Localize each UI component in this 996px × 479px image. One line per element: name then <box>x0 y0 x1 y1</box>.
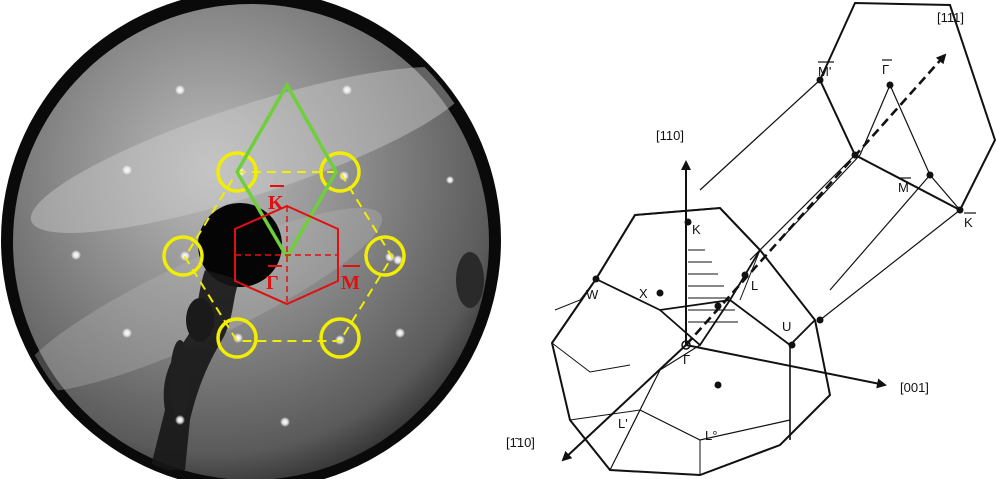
point-gamma-bar <box>886 81 894 89</box>
label-m-bar-bz: M <box>898 180 909 195</box>
spot-circle <box>319 317 361 359</box>
dashed-hexagon <box>183 171 394 342</box>
point-w <box>592 275 600 283</box>
bulk-bz-edge <box>609 409 641 471</box>
point-l-mid <box>714 302 722 310</box>
point-u <box>788 341 796 349</box>
diffraction-spot <box>385 252 395 262</box>
label-w: W <box>586 287 599 302</box>
label-k-bar: K <box>268 185 284 214</box>
diffraction-spot <box>71 250 81 260</box>
diffraction-spot <box>175 85 185 95</box>
label-gamma-bar: Γ <box>266 265 282 294</box>
edge-shadow <box>456 252 484 308</box>
diffraction-spot <box>122 328 132 338</box>
spot-circle <box>162 235 204 277</box>
axis-111 <box>685 53 947 346</box>
label-gamma-bar-bz: Γ <box>882 62 889 77</box>
point-bottom <box>714 381 722 389</box>
projection-line <box>699 79 821 191</box>
axis-001 <box>685 344 887 389</box>
projection-line <box>749 154 856 261</box>
projection-line <box>819 209 961 321</box>
bulk-bz-edge <box>739 249 761 301</box>
label-k: K <box>692 222 701 237</box>
bulk-bz-edge <box>729 299 816 347</box>
bulk-bz-edge <box>569 409 641 421</box>
spot-circle <box>319 151 361 193</box>
spot-circle <box>216 151 258 193</box>
label-gamma: Γ <box>683 352 690 367</box>
bulk-bz-edge <box>554 278 597 311</box>
label-l-circ: L° <box>705 428 717 443</box>
projection-line <box>889 84 931 176</box>
label-x: X <box>639 286 648 301</box>
label-axis-110: [110] <box>656 128 684 143</box>
diffraction-spot <box>180 251 190 261</box>
electron-gun-shadow <box>198 203 282 287</box>
diffraction-spot <box>446 176 454 184</box>
diffraction-spot <box>393 255 403 265</box>
surface-bz-hexagon <box>234 204 339 306</box>
svg-text:Γ: Γ <box>266 272 279 294</box>
surface-bz-plane <box>818 1 996 212</box>
point-m-prime <box>816 76 824 84</box>
point-x <box>656 289 664 297</box>
label-m-bar: M <box>341 265 360 294</box>
spot-circle <box>216 317 258 359</box>
diffraction-spot <box>175 415 185 425</box>
label-axis-001: [001] <box>900 380 929 395</box>
label-axis-111: [111] <box>937 10 964 25</box>
bulk-bz-face <box>594 207 762 311</box>
bz-diagram-panel <box>550 1 996 477</box>
diffraction-spot <box>342 85 352 95</box>
axis-bar110 <box>561 344 687 462</box>
point-l <box>741 271 749 279</box>
projection-line <box>929 174 961 211</box>
label-k-bar-bz: K <box>964 215 973 230</box>
diffraction-spot <box>395 328 405 338</box>
bulk-bz-edge <box>639 344 701 411</box>
label-u: U <box>782 319 791 334</box>
electron-gun-holder <box>150 270 240 470</box>
point-u2 <box>816 316 824 324</box>
diffraction-spot <box>122 165 132 175</box>
diffraction-spot <box>233 333 243 343</box>
spot-circle <box>364 235 406 277</box>
leed-panel: K Γ M <box>1 0 501 479</box>
bz-points <box>592 76 964 389</box>
point-gamma <box>681 340 691 350</box>
label-l: L <box>751 278 758 293</box>
label-m-prime: M' <box>818 64 831 79</box>
svg-text:K: K <box>268 192 284 214</box>
svg-text:M: M <box>341 272 360 294</box>
diffraction-spot <box>280 417 290 427</box>
projection-line <box>829 174 931 291</box>
label-axis-bar110: [1̄10] <box>506 435 535 450</box>
point-k <box>684 218 692 226</box>
label-l-prime: L' <box>618 416 628 431</box>
bulk-bz-edge <box>551 278 597 344</box>
point-k-bar <box>956 206 964 214</box>
point-mid-axis <box>851 151 859 159</box>
bulk-bz-edge <box>551 342 631 373</box>
point-m-bar <box>926 171 934 179</box>
electron-gun-holder <box>186 298 214 342</box>
electron-gun-holder <box>170 340 190 420</box>
hatched-plane <box>688 249 738 323</box>
